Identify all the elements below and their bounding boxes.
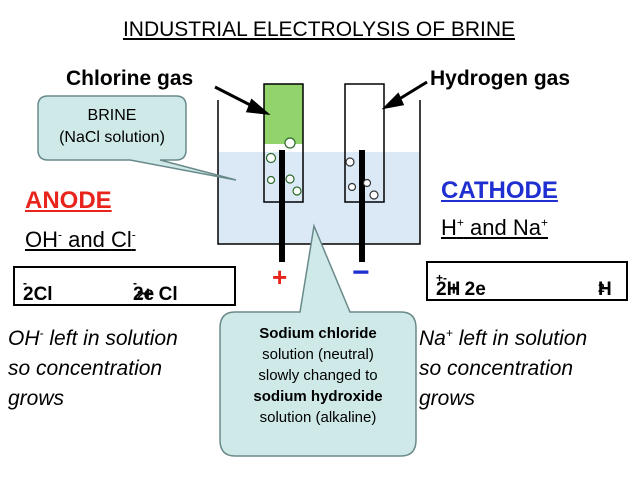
cathode-equation-left: 2H+ + 2e- — [436, 271, 486, 300]
anode-note-line1: OH- left in solution — [8, 326, 178, 350]
callout-line4: sodium hydroxide — [253, 388, 383, 405]
hydrogen-bubbles — [345, 157, 379, 200]
brine-callout-shape — [37, 95, 237, 181]
hydrogen-gas-label: Hydrogen gas — [430, 67, 571, 90]
anode-note-line3: grows — [8, 387, 65, 410]
cathode-electrode — [359, 150, 365, 262]
anode-ion-and: and — [62, 227, 111, 252]
cathode-minus-sign: − — [352, 256, 370, 289]
anode-ion-oh-charge: - — [58, 227, 62, 242]
chlorine-bubbles — [265, 137, 302, 196]
callout-line1: Sodium chloride — [259, 325, 377, 342]
anode-electrode — [279, 150, 285, 262]
gas-label-arrows — [214, 80, 428, 116]
page-title: INDUSTRIAL ELECTROLYSIS OF BRINE — [122, 18, 516, 41]
callout-line2: solution (neutral) — [262, 346, 374, 363]
reaction-callout: Sodium chloride solution (neutral) slowl… — [222, 323, 414, 428]
anode-equation-left: 2Cl- — [23, 276, 53, 305]
cathode-ions: H+ and Na+ — [441, 215, 548, 241]
anode-ion-oh: OH — [25, 227, 58, 252]
anode-ions: OH- and Cl- — [25, 227, 136, 253]
cathode-ion-na: and Na — [463, 215, 541, 240]
cathode-note-line2: so concentration — [419, 357, 574, 380]
cathode-ion-h: H — [441, 215, 457, 240]
reaction-callout-shape — [219, 223, 417, 457]
cathode-note-line1: Na+ left in solution — [419, 326, 588, 350]
brine-solution — [218, 152, 420, 244]
anode-note-line2: so concentration — [8, 357, 163, 380]
cathode-ion-na-charge: + — [540, 215, 548, 230]
anode-note: OH- left in solution so concentration gr… — [8, 318, 178, 414]
cathode-heading: CATHODE — [441, 177, 558, 204]
anode-plus-sign: + — [272, 262, 288, 292]
anode-ion-cl-charge: - — [131, 227, 136, 242]
cathode-ion-h-charge: + — [456, 215, 464, 230]
anode-ion-cl: Cl — [110, 227, 132, 252]
chlorine-gas-label: Chlorine gas — [66, 67, 194, 90]
brine-callout: BRINE (NaCl solution) — [40, 105, 184, 149]
cathode-note: Na+ left in solution so concentration gr… — [419, 318, 587, 414]
chlorine-gas-fill — [264, 84, 303, 144]
cathode-note-line3: grows — [419, 387, 476, 410]
brine-label: BRINE — [87, 107, 137, 124]
callout-line5: solution (alkaline) — [259, 409, 377, 426]
anode-heading: ANODE — [25, 187, 112, 214]
brine-sublabel: (NaCl solution) — [59, 129, 165, 146]
callout-line3: slowly changed to — [258, 367, 378, 384]
